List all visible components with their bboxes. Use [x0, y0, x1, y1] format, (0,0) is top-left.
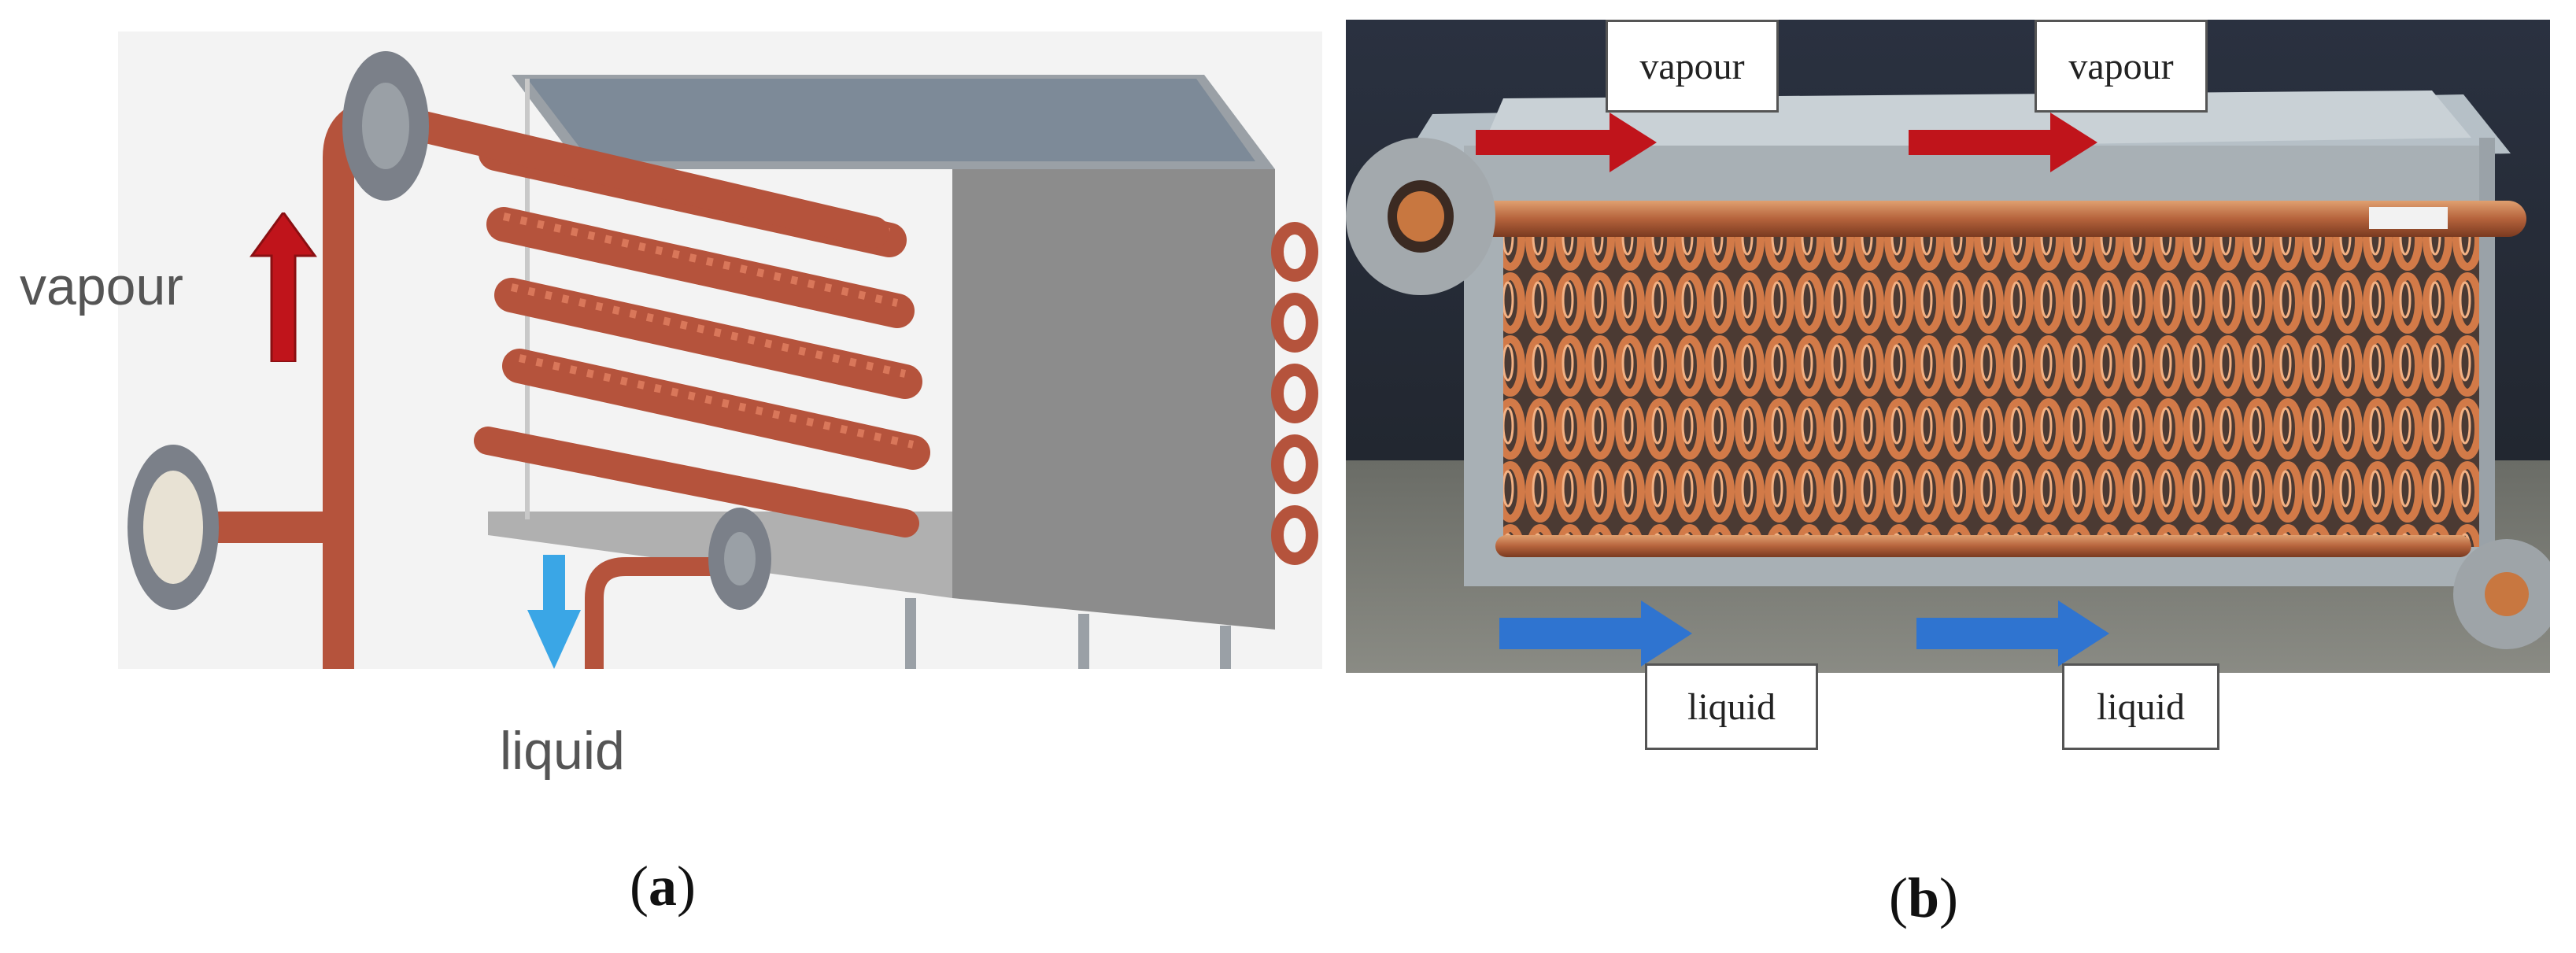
- liquid-outlet-flange: [708, 508, 771, 610]
- housing-side: [2479, 138, 2495, 578]
- liquid-label-b-2: liquid: [2062, 663, 2219, 750]
- liquid-header-pipe: [1495, 535, 2471, 557]
- housing-leg: [905, 598, 916, 669]
- vapour-header-pipe: [1417, 201, 2526, 237]
- caption-b: (b): [1889, 866, 1959, 929]
- coil-field: [1503, 224, 2479, 547]
- vapour-arrow-up: [249, 212, 317, 362]
- top-flange: [342, 51, 429, 201]
- coil-tube: [486, 207, 915, 328]
- liquid-label-a: liquid: [500, 721, 625, 781]
- vapour-riser-pipe: [323, 98, 380, 669]
- caption-a-letter: a: [648, 855, 677, 918]
- liquid-outlet-pipe: [585, 557, 748, 669]
- housing-leg: [1078, 614, 1089, 669]
- heat-exchanger-photo: [1346, 20, 2550, 673]
- liquid-label-b-1: liquid: [1645, 663, 1818, 750]
- panel-a-model-illustration: [118, 31, 1322, 669]
- vapour-label-b-2: vapour: [2035, 20, 2208, 113]
- vapour-label-b-1: vapour: [1606, 20, 1779, 113]
- vapour-flange: [1346, 138, 1495, 295]
- housing-side-panel: [952, 169, 1275, 630]
- inlet-flange: [128, 445, 219, 610]
- liquid-arrow-down: [527, 555, 581, 669]
- liquid-arrow-right-2: [1916, 600, 2109, 667]
- liquid-header-tube: [474, 427, 919, 537]
- liquid-arrow-right-1: [1499, 600, 1692, 667]
- vapour-label-a: vapour: [20, 257, 183, 316]
- coil-tube: [502, 349, 930, 470]
- caption-a: (a): [630, 855, 696, 918]
- housing-top-panel: [527, 79, 1255, 161]
- coil-tube: [494, 278, 922, 399]
- housing-leg: [1220, 626, 1231, 669]
- heat-exchanger-model-drawing: [128, 51, 1318, 669]
- panel-b-photograph: [1346, 20, 2550, 673]
- vapour-header-tube: [354, 98, 889, 248]
- vapour-arrow-right-1: [1476, 113, 1657, 172]
- liquid-flange: [2453, 539, 2550, 649]
- coil-end-bends: [1271, 222, 1318, 565]
- vapour-arrow-right-2: [1909, 113, 2097, 172]
- pipe-label-sticker: [2369, 207, 2448, 229]
- caption-b-letter: b: [1907, 866, 1940, 929]
